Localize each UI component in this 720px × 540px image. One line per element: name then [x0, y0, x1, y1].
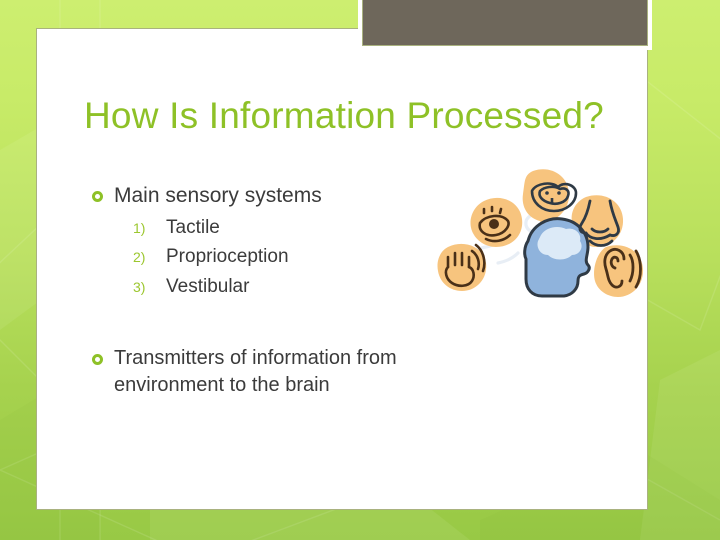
bullet-label: Transmitters of information from environ…	[114, 347, 397, 397]
header-accent-box	[362, 0, 648, 46]
list-item-label: Vestibular	[166, 275, 250, 297]
bullet-label: Main sensory systems	[114, 184, 322, 207]
list-number: 1)	[133, 219, 146, 236]
ring-bullet-icon	[92, 354, 103, 366]
list-item: 2) Proprioception	[133, 243, 452, 272]
body-content: Main sensory systems 1) Tactile 2) Propr…	[92, 182, 452, 403]
page-title: How Is Information Processed?	[84, 95, 604, 136]
list-number: 3)	[133, 278, 146, 295]
ear-icon	[603, 248, 642, 289]
list-item: 1) Tactile	[133, 214, 452, 243]
list-item: 3) Vestibular	[133, 273, 452, 302]
sensory-systems-diagram	[437, 169, 644, 298]
ring-bullet-icon	[92, 191, 103, 202]
numbered-list: 1) Tactile 2) Proprioception 3) Vestibul…	[133, 214, 452, 302]
hand-icon	[444, 243, 486, 288]
mouth-icon	[530, 182, 578, 213]
eye-icon	[478, 205, 512, 243]
head-brain-icon	[523, 217, 591, 298]
nose-icon	[578, 199, 620, 247]
list-item: Transmitters of information from environ…	[92, 345, 452, 399]
list-item-label: Tactile	[166, 216, 220, 238]
list-number: 2)	[133, 249, 146, 266]
list-item: Main sensory systems	[92, 182, 452, 210]
list-item-label: Proprioception	[166, 246, 289, 268]
